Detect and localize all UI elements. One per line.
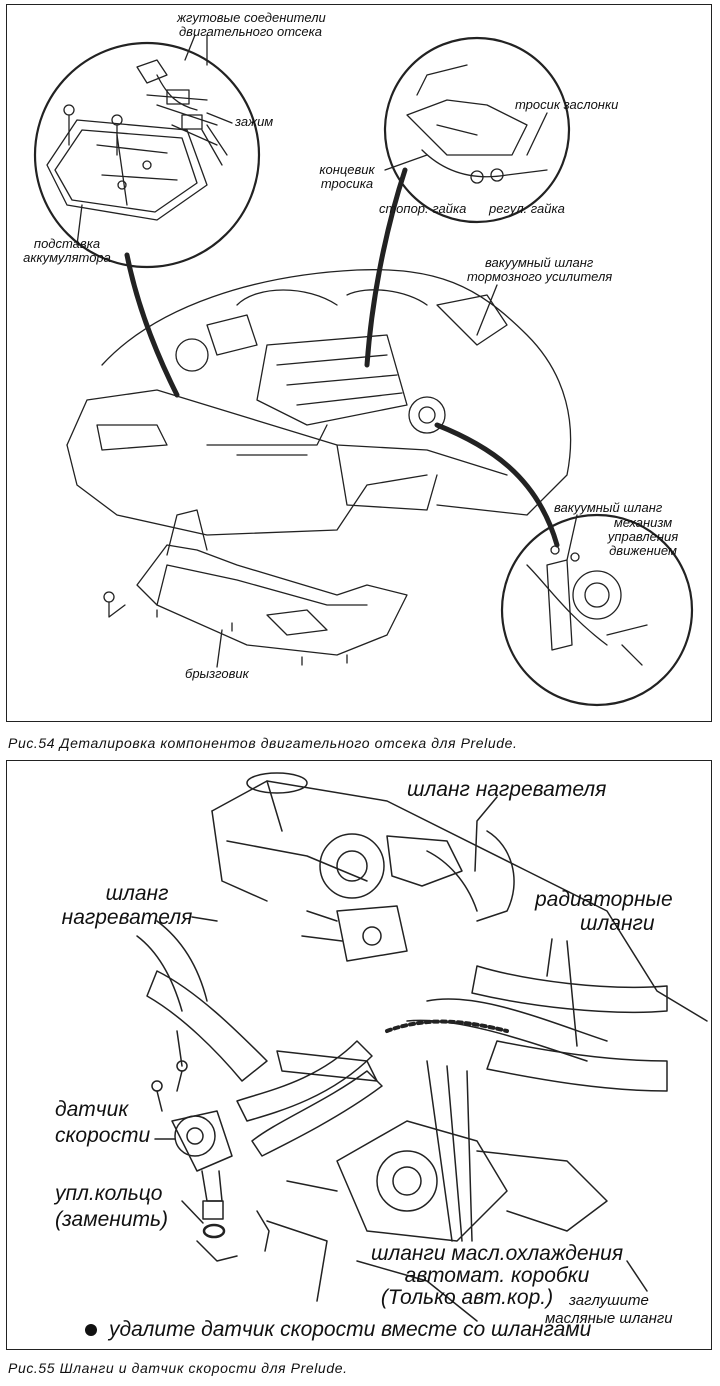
label-cruise-hose-2: механизм — [613, 515, 673, 530]
figure-55-caption: Рис.55 Шланги и датчик скорости для Prel… — [8, 1360, 348, 1376]
label-radiator-hoses-2: шланги — [580, 912, 655, 935]
label-plug-hoses-2: масляные шланги — [545, 1310, 673, 1327]
label-atf-hoses-1: шланги масл.охлаждения — [370, 1242, 624, 1265]
figure-55: шланг нагревателя шланг нагревателя ради… — [6, 760, 712, 1350]
label-booster-hose-2: тормозного усилителя — [467, 269, 613, 284]
label-battery-tray-1: подставка — [33, 236, 101, 251]
label-heater-hose-left-2: нагревателя — [61, 906, 193, 929]
label-clamp: зажим — [235, 114, 274, 129]
bullet-icon — [85, 1324, 97, 1337]
label-cruise-hose-4: движением — [609, 543, 677, 558]
label-atf-hoses-3: (Только авт.кор.) — [380, 1286, 554, 1309]
label-battery-tray-2: аккумулятора — [23, 250, 111, 265]
label-harness-connectors-1: жгутовые соеденители — [177, 10, 326, 25]
label-booster-hose-1: вакуумный шланг — [485, 255, 594, 270]
note-text: удалите датчик скорости вместе со шланга… — [109, 1318, 592, 1341]
label-cruise-hose-3: управления — [607, 529, 679, 544]
label-oring-2: (заменить) — [55, 1208, 169, 1231]
label-splash-shield: брызговик — [185, 666, 249, 681]
label-cable-end-1: концевик — [319, 162, 375, 177]
note-remove-sensor: удалите датчик скорости вместе со шланга… — [85, 1318, 592, 1341]
figure-54: жгутовые соеденители двигательного отсек… — [6, 4, 712, 722]
label-radiator-hoses-1: радиаторные — [535, 888, 673, 911]
label-heater-hose-top: шланг нагревателя — [407, 778, 607, 801]
label-speed-sensor-1: датчик — [55, 1098, 129, 1121]
label-harness-connectors-2: двигательного отсека — [179, 24, 322, 39]
label-atf-hoses-2: автомат. коробки — [404, 1264, 590, 1287]
label-cable-end-2: тросика — [320, 176, 374, 191]
label-lock-nut: стопор. гайка — [379, 201, 467, 216]
label-adjust-nut: регул. гайка — [489, 201, 565, 216]
label-oring-1: упл.кольцо — [55, 1182, 163, 1205]
label-heater-hose-left-1: шланг — [105, 882, 169, 905]
label-speed-sensor-2: скорости — [55, 1124, 151, 1147]
engine-bay-drawing — [33, 34, 694, 707]
figure-54-caption: Рис.54 Деталировка компонентов двигатель… — [8, 735, 518, 751]
label-cruise-hose-1: вакуумный шланг — [554, 500, 663, 515]
speed-sensor-hoses-drawing — [136, 772, 708, 1322]
label-plug-hoses-1: заглушите — [569, 1292, 649, 1309]
label-throttle-cable: тросик заслонки — [515, 97, 619, 112]
